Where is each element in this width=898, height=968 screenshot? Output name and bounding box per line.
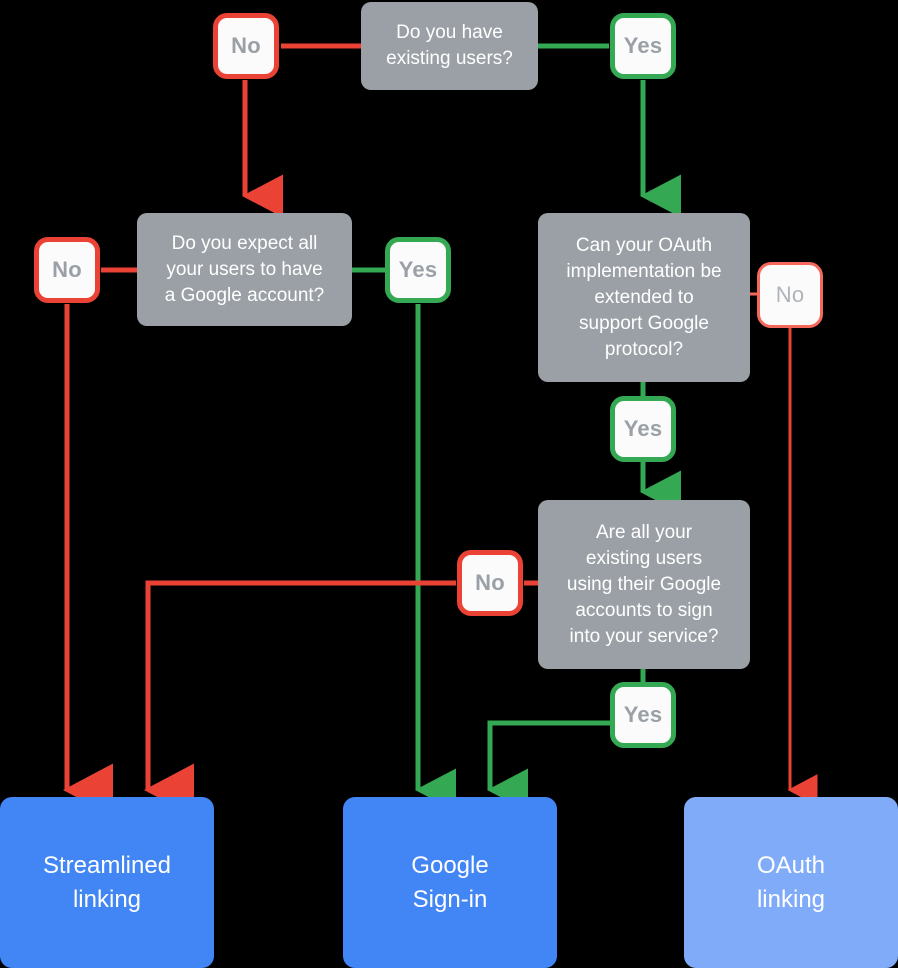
question-box-google-account: Do you expect all your users to have a G… — [137, 213, 352, 326]
question-box-oauth-extendable: Can your OAuth implementation be extende… — [538, 213, 750, 382]
question-line: implementation be — [566, 260, 722, 282]
result-line: Google — [411, 851, 489, 879]
question-line: Do you have — [396, 22, 503, 43]
result-line: OAuth — [756, 851, 826, 879]
question-box-existing-users: Do you have existing users? — [361, 2, 538, 90]
result-line: Sign-in — [412, 885, 488, 913]
question-line: support Google — [579, 312, 709, 334]
question-line: accounts to sign — [575, 599, 713, 621]
edge-q4yes-to-google-signin — [486, 720, 610, 812]
question-line: Are all your — [595, 521, 693, 543]
result-streamlined-linking[interactable]: Streamlined linking — [0, 797, 214, 968]
question-line: a Google account? — [164, 284, 325, 306]
question-line: existing users — [585, 547, 703, 569]
question-line: using their Google — [566, 573, 722, 595]
result-google-sign-in[interactable]: Google Sign-in — [343, 797, 557, 968]
result-line: Streamlined — [42, 851, 172, 879]
chip-q4-no[interactable]: No — [457, 550, 523, 616]
question-line: into your service? — [569, 625, 719, 647]
chip-q1-yes[interactable]: Yes — [610, 13, 676, 79]
chip-q4-yes[interactable]: Yes — [610, 682, 676, 748]
chip-q2-no[interactable]: No — [34, 237, 100, 303]
chip-q3-no[interactable]: No — [757, 262, 823, 328]
edge-q4no-to-streamlined — [143, 580, 456, 817]
question-line: your users to have — [166, 258, 323, 280]
question-line: existing users? — [386, 48, 513, 69]
question-line: Can your OAuth — [575, 234, 713, 256]
result-line: linking — [72, 885, 142, 913]
question-line: protocol? — [604, 338, 684, 360]
chip-q3-yes[interactable]: Yes — [610, 396, 676, 462]
question-line: extended to — [594, 286, 694, 308]
chip-q1-no[interactable]: No — [213, 13, 279, 79]
result-line: linking — [756, 885, 826, 913]
chip-q2-yes[interactable]: Yes — [385, 237, 451, 303]
result-oauth-linking[interactable]: OAuth linking — [684, 797, 898, 968]
question-box-users-google-accounts: Are all your existing users using their … — [538, 500, 750, 669]
question-line: Do you expect all — [171, 232, 318, 254]
